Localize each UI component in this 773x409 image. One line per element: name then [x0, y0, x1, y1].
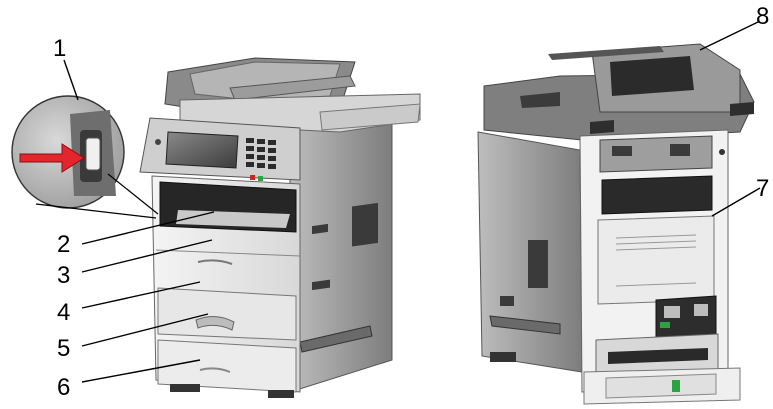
callout-2: 2	[57, 231, 70, 258]
rear-adf-opening	[610, 56, 694, 96]
rear-hinge-right	[730, 102, 754, 116]
leader-1	[64, 60, 78, 100]
callout-8: 8	[756, 3, 769, 30]
leader-8	[700, 22, 758, 50]
standard-tray[interactable]	[158, 288, 296, 340]
usb-port-icon	[155, 139, 161, 145]
touch-screen[interactable]	[166, 132, 238, 168]
callout-1: 1	[53, 35, 66, 62]
callout-7: 7	[756, 175, 769, 202]
network-port	[612, 146, 632, 156]
rear-hinge	[590, 120, 614, 134]
power-switch-detail	[12, 96, 158, 218]
detail-pointer-line	[36, 204, 156, 218]
rear-exit	[602, 176, 712, 214]
callout-6: 6	[57, 374, 70, 401]
start-button[interactable]	[258, 176, 263, 181]
rear-foot-left	[490, 352, 516, 362]
rear-screw	[719, 149, 725, 155]
rear-indicator	[660, 322, 670, 328]
stop-button[interactable]	[250, 175, 255, 180]
power-switch[interactable]	[86, 138, 100, 170]
rear-door[interactable]	[598, 216, 714, 304]
front-foot-right	[268, 390, 294, 398]
front-foot-left	[170, 384, 200, 392]
rear-printer	[478, 44, 754, 404]
rear-tray-cover	[606, 374, 716, 398]
callout-4: 4	[57, 299, 70, 326]
callout-3: 3	[57, 262, 70, 289]
power-switch-rear	[694, 304, 708, 316]
front-printer	[140, 58, 420, 398]
callout-5: 5	[57, 335, 70, 362]
power-cord-socket	[664, 306, 680, 318]
rear-tray-indicator	[672, 380, 680, 392]
usb-port	[670, 144, 690, 156]
